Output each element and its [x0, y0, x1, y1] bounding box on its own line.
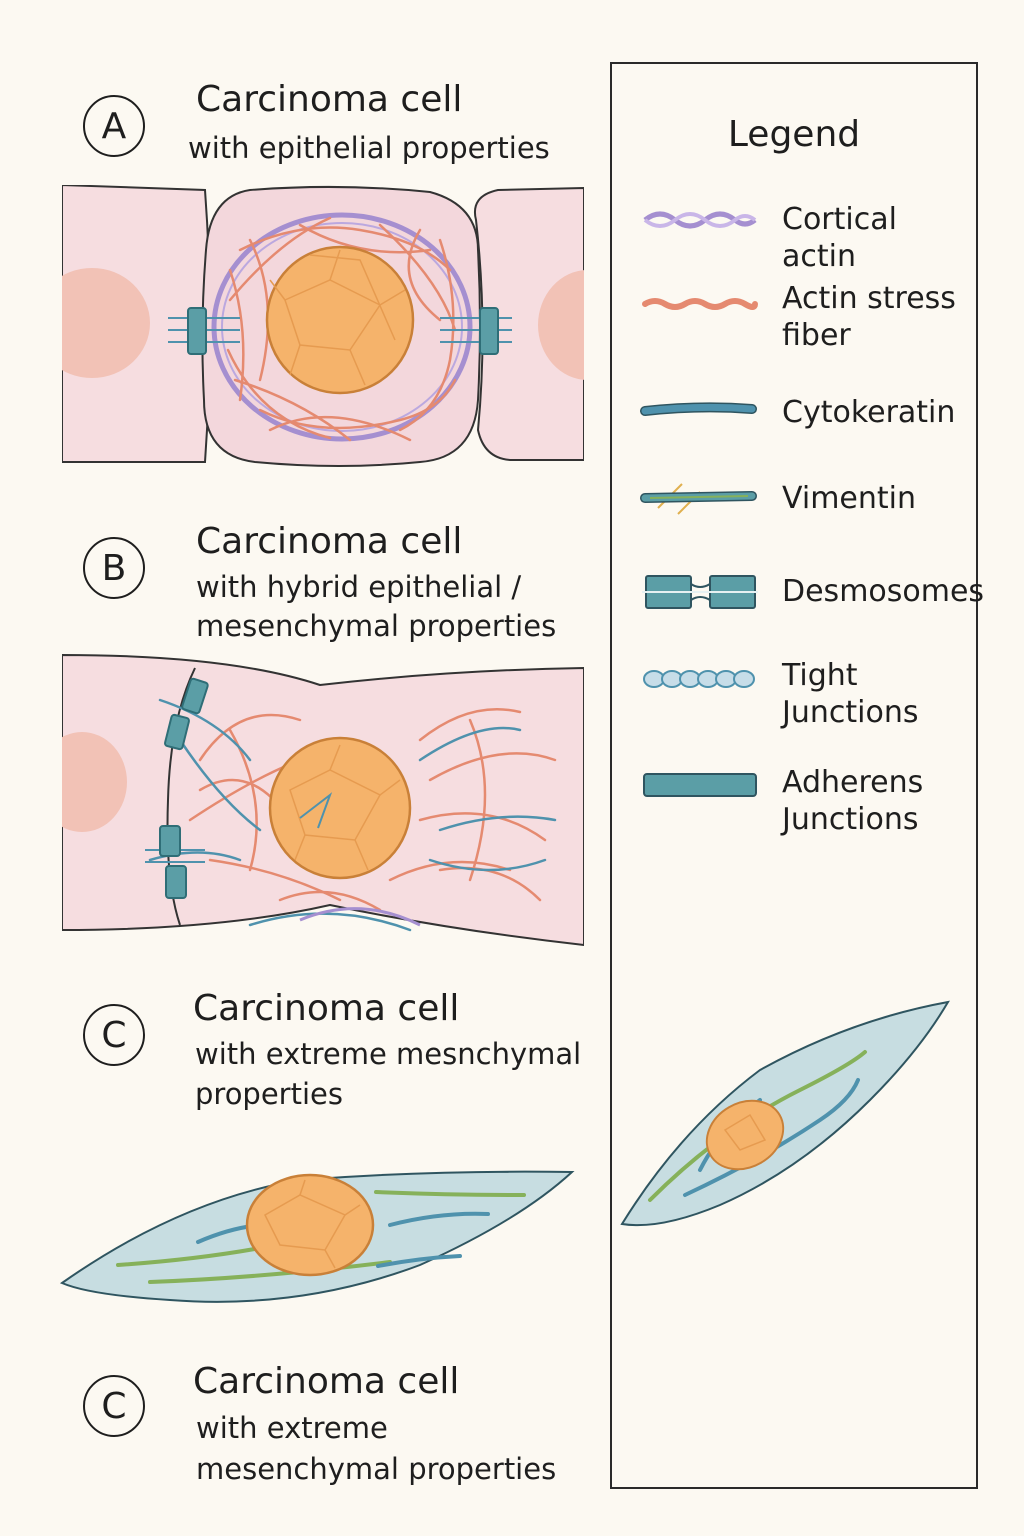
- legend-area-cell-body: [620, 1000, 950, 1227]
- panel-b-cell-group: [62, 653, 584, 947]
- desmosome-swatch: [642, 575, 758, 609]
- panel-b-badge: B: [83, 537, 145, 599]
- legend-label-tight-junctions-2: Junctions: [782, 695, 919, 730]
- vimentin-swatch: [640, 483, 757, 515]
- panel-a-right-desmosome: [440, 307, 512, 355]
- panel-c-chromatin: [264, 1179, 361, 1269]
- legend-title: Legend: [727, 114, 861, 155]
- panel-c2-title: Carcinoma cell: [193, 1361, 460, 1402]
- panel-a-chromatin: [269, 249, 406, 386]
- panel-c-title: Carcinoma cell: [193, 988, 460, 1029]
- panel-a-right-neighbor-nucleus: [538, 270, 584, 380]
- panel-b-title: Carcinoma cell: [196, 521, 463, 562]
- panel-b-desmosome-upper: [164, 677, 209, 751]
- stress-fiber-swatch: [642, 298, 758, 310]
- panel-a-cell-group: [62, 185, 584, 467]
- panel-a-badge: A: [83, 95, 145, 157]
- legend-area-cell-group: [620, 1000, 950, 1227]
- legend-label-tight-junctions-1: Tight: [782, 658, 858, 693]
- panel-c-cell-group: [59, 1170, 575, 1303]
- panel-c2-subtitle-line-2: mesenchymal properties: [196, 1452, 557, 1486]
- panel-a-nucleus: [265, 245, 415, 395]
- panel-b-subtitle-line-1: with hybrid epithelial /: [196, 570, 522, 604]
- panel-b-cortical-actin: [299, 907, 421, 927]
- panel-c2-subtitle-line-1: with extreme: [196, 1411, 388, 1445]
- legend-label-adherens-junctions-1: Adherens: [782, 765, 924, 800]
- cortical-actin-swatch: [643, 211, 757, 229]
- legend-label-adherens-junctions-2: Junctions: [782, 802, 919, 837]
- panel-a-title: Carcinoma cell: [196, 79, 463, 120]
- panel-c-subtitle-line-2: properties: [195, 1077, 343, 1111]
- panel-c-subtitle-line-1: with extreme mesnchymal: [195, 1037, 582, 1071]
- panel-b-desmosome-lower: [145, 825, 205, 899]
- legend-label-stress-fiber-1: Actin stress: [782, 281, 956, 316]
- legend-label-stress-fiber-2: fiber: [782, 318, 851, 353]
- panel-c2-badge: C: [83, 1375, 145, 1437]
- panel-b-nucleus: [268, 736, 412, 880]
- panel-c-nucleus: [245, 1173, 375, 1277]
- panel-a-left-desmosome: [168, 307, 240, 355]
- panel-a-stress-fibers: [226, 216, 457, 442]
- panel-b-chromatin: [289, 744, 401, 871]
- panel-a-left-neighbor-nucleus: [62, 268, 150, 378]
- legend-area-cell-nucleus: [705, 1099, 785, 1171]
- cytokeratin-swatch: [640, 402, 757, 416]
- panel-b-subtitle-line-2: mesenchymal properties: [196, 609, 557, 643]
- tight-junction-swatch: [643, 670, 755, 688]
- panel-a-cortical-actin-ring: [211, 212, 473, 442]
- panel-b-left-neighbor-nucleus: [62, 732, 127, 832]
- legend-label-desmosomes: Desmosomes: [782, 574, 985, 609]
- legend-box: Legend Cortical actin Actin stress fiber…: [610, 62, 984, 1489]
- panel-c-badge: C: [83, 1004, 145, 1066]
- legend-label-cytokeratin: Cytokeratin: [782, 395, 956, 430]
- legend-label-vimentin: Vimentin: [782, 481, 917, 516]
- panel-a-subtitle-line-1: with epithelial properties: [188, 131, 550, 165]
- adherens-junction-swatch: [643, 773, 757, 797]
- legend-label-cortical-actin: Cortical actin: [782, 202, 897, 274]
